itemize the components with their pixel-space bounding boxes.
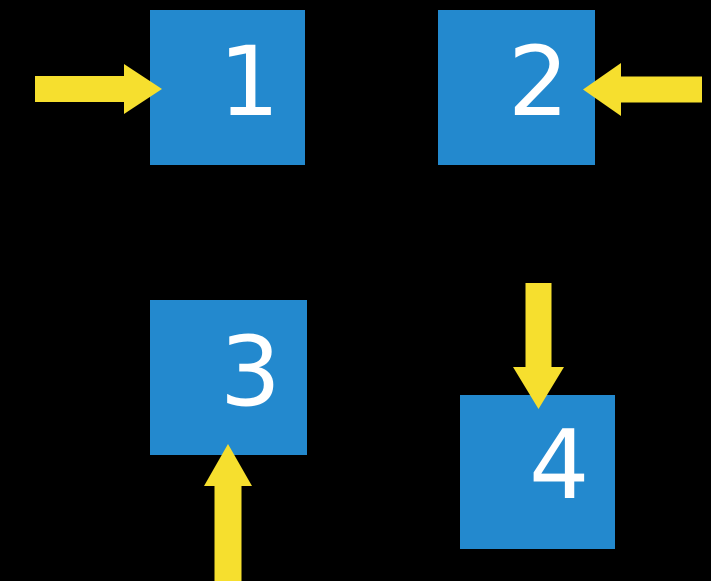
diagram-node-3-label: 3 <box>219 315 282 428</box>
diagram-node-3[interactable] <box>150 300 307 455</box>
arrow-down-icon <box>512 283 564 409</box>
diagram-node-1-label: 1 <box>218 25 280 138</box>
diagram-node-4-label: 4 <box>528 410 590 521</box>
diagram-node-4[interactable] <box>460 395 615 549</box>
diagram-node-2[interactable] <box>438 10 595 165</box>
diagram-node-2-label: 2 <box>507 25 570 138</box>
arrow-right-icon <box>35 64 162 114</box>
diagram-node-1[interactable] <box>150 10 305 165</box>
arrow-left-icon <box>583 62 702 116</box>
arrow-up-icon <box>204 444 252 581</box>
